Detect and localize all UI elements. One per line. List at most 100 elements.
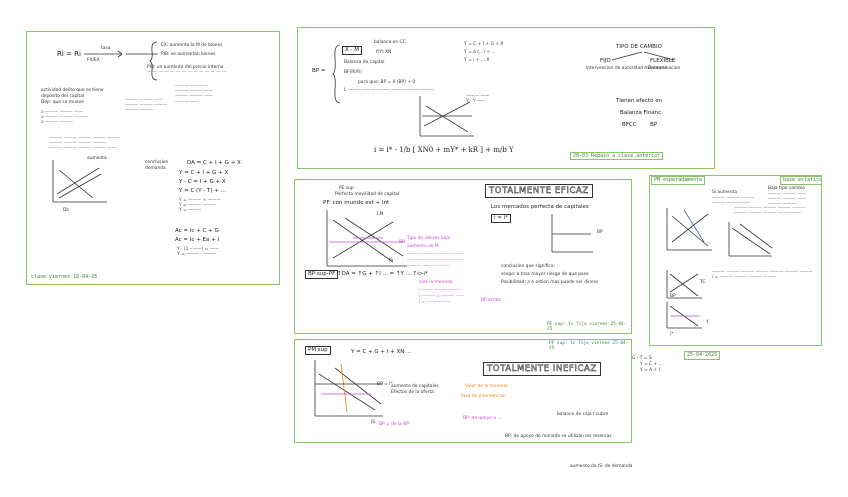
b5-note-bp: BP — [670, 294, 676, 299]
b2-xm-box: X - M — [342, 46, 362, 55]
b1-mid-3: Dep: que se mueve — [41, 100, 84, 105]
b5-mini-eq1: G - T = S — [632, 356, 652, 361]
b1-label-demanda: demanda — [145, 166, 166, 171]
b3-eq-row: ↑DA = ↑G + ↑I ... = ↑Y ... ↑i>i* — [337, 271, 428, 277]
b2-long-eq: L ——— ——— ——— ——— ——— ——— — [344, 88, 434, 93]
b2-c-3: Y = i + ... X — [464, 58, 490, 63]
b1-top-fx: FX/EX — [87, 58, 100, 63]
b2-fx-arrows — [611, 51, 675, 61]
b2-fx-determ: Determinacion — [648, 66, 681, 71]
b1-scribble4: ——— ——— ———— ——— ————— ——— ————— —— — [175, 84, 213, 105]
b3-bottom-tag: PF sup: tc fijo viernes 25-04-25 — [545, 322, 631, 332]
b3-pe-sup: PE sup — [339, 186, 354, 191]
b4-eq: Y = C + G + I + XN ... — [351, 349, 412, 355]
b2-fy: f(Y) XN — [376, 50, 392, 55]
b2-balance-cc: balance en CC — [374, 40, 406, 45]
b1-eq-1: DA = C + I + G + X — [187, 160, 241, 166]
b5-tag2: base estatica — [780, 176, 821, 185]
b1-label-aumenta: aumenta — [87, 156, 107, 161]
board-pm-esp[interactable]: PM esperadamente base estatica Si aument… — [649, 175, 822, 346]
b4-note-2: Efectos de la oferta — [391, 390, 434, 395]
board-pm-sup[interactable]: PM sup Y = C + G + I + XN ... TOTALMENTE… — [294, 339, 632, 443]
b5-mini-tag: 25-04-2025 — [684, 351, 721, 360]
b2-brace — [332, 44, 341, 104]
b4-bottom-1: BP: de apoyo de moneda se utilizan las r… — [505, 434, 612, 439]
b3-totalmente-eficaz: TOTALMENTE EFICAZ — [485, 184, 593, 198]
b1-scribble5: ——— ——— ——— ——— —————— ——— ——— —————— ——… — [49, 136, 121, 152]
b3-note-2: conclusion que significa: — [501, 264, 555, 269]
b2-bk: Balanza de capital — [344, 60, 385, 65]
b2-fx-flexible: FLEXIBLE — [650, 58, 676, 64]
b1-mid-2: deposito del capital — [41, 94, 85, 99]
b5-note-1: Si aumenta — [712, 190, 738, 195]
b4-bottom-2: aumento de IS: de demanda — [570, 464, 633, 469]
b1-note-ex: EX: aumento la M de bienes — [161, 43, 223, 48]
b4-main-graph — [314, 360, 383, 417]
b1-scribble3: ——— ——— ————— ——— —————— ——— — [125, 98, 168, 114]
b3-small-tag: BP-sup-PF — [305, 270, 339, 279]
b1-graph — [52, 160, 107, 203]
b1-mid-1: actividad delito que se tiene — [41, 88, 104, 93]
b1-top-eq: Ri = Ri — [57, 50, 81, 58]
b2-fx-tienen: Tienen efecto en — [616, 98, 663, 104]
b4-tag: PF sup: tc fijo viernes 25-04-25 — [547, 341, 631, 351]
b1-top-arrows — [84, 50, 158, 58]
b3-graph-is: IS — [389, 258, 394, 263]
b2-fx-bfcc: BFCC — [622, 122, 637, 128]
b4-pm-sup: PM sup — [305, 346, 331, 355]
b2-fx-title: TIPO DE CAMBIO — [616, 44, 662, 50]
b5-long: ——— ——— ——— ——— ——— ——— ———i = ——— ——— —… — [712, 270, 813, 281]
b1-eq-3: Y - C = I + G + X — [179, 179, 226, 185]
b4-note-3: Valor de la moneda — [465, 384, 508, 389]
b3-note-1: Los mercados perfecta de capitales — [491, 204, 589, 210]
b3-note-ieq: i = i* — [491, 214, 511, 223]
b2-formula: i = i* - 1/b [ XN0 + mY* + kR ] + m/b Y — [374, 146, 514, 154]
b4-note-4: tasa de intervencion — [461, 394, 507, 399]
b3-note-3: sesgo: a mas mayor riesgo de que pase — [501, 272, 589, 277]
b3-pink-1: Tipo de interes baja — [407, 236, 451, 241]
b1-eq-4: Y = C (Y - T) + ... — [179, 188, 226, 194]
b1-eq-5: Ac = Ic + C + G — [175, 228, 219, 234]
b1-eq-2: Y = C + I + G + X — [179, 170, 229, 176]
b2-c-2: Y = a (...) + ... — [464, 50, 496, 55]
b3-pink-block2: ——— ——— ———i ——— = ——— ——i = ——— —— — [419, 288, 465, 305]
b5-scribble1: ——— ——— —————— ——— —— — [712, 196, 755, 207]
b1-scribble2: o ——— ——— ——o ——— ——— ———o ——— ——— — [41, 110, 88, 126]
b5-graph-2 — [728, 222, 773, 257]
b2-fx-fijo: FIJO — [600, 58, 611, 64]
b5-tag: PM esperadamente — [651, 176, 706, 185]
b1-label-conclusion: conclusion — [145, 160, 169, 165]
b1-note-pib: PIB: se aumentan bienes — [161, 52, 216, 57]
b1-eq-scribble: Y = ——— + ———Y = ——— ———Y = ——— — [179, 198, 221, 214]
b5-graph-1 — [666, 208, 712, 251]
b4-graph-is: IS — [371, 420, 376, 425]
board-repaso[interactable]: X - M balance en CC f(Y) XN BP = Balanza… — [297, 27, 715, 169]
b2-c-1: Y = C + I + G + X — [464, 42, 504, 47]
b1-note-pib2: PIB: un aumento del precio interno — [147, 65, 224, 70]
b2-bp0: para que: BP = 0 (BP) + 0 — [358, 80, 416, 85]
b2-fx-balanza: Balanza Financ. — [620, 110, 663, 116]
b5-note-y: Y — [706, 320, 709, 325]
b1-eq-6: Ac = Ic + Ea + I — [175, 237, 220, 243]
b2-graph — [419, 96, 474, 137]
board-pf-fijo[interactable]: PE sup Perfecta movilidad de capital PF:… — [294, 179, 632, 334]
b5-note-istar: i* — [670, 332, 674, 337]
b5-mini-eq3: Y = A + I — [640, 368, 660, 373]
b3-graph-bp: BP — [399, 240, 405, 245]
b1-label-dk: Dk — [63, 208, 69, 213]
b3-main-graph — [326, 210, 407, 267]
b5-note-tc: TC — [700, 280, 706, 285]
board-clase-viernes[interactable]: Ri = Ri tasa FX/EX EX: aumento la M de b… — [26, 31, 280, 285]
b2-graph-note: ——— ——Y - Y —— — [466, 94, 490, 105]
b4-note-1: aumento de capitales — [391, 384, 439, 389]
b1-eq-scribble2: Y · (1 - ——) = ——Y = ——— · ——— — [177, 247, 219, 258]
b1-scribble1: — — — — — — — — — — — — — — — [147, 70, 227, 75]
b5-graph-3 — [666, 270, 702, 299]
b5-scribble3: ——— ——— ——— ——— —————— ——— ——— ——— —— — [734, 206, 806, 217]
b1-top-tasa: tasa — [101, 46, 111, 51]
b5-mini-eq2: Y = C + ... — [640, 362, 663, 367]
b3-pink-3: sale la moneda — [419, 280, 453, 285]
b5-scribble2: ——— ——— ————— ——— ————— ——— — [768, 192, 806, 208]
b2-fx-bp: BP — [650, 122, 658, 128]
b4-totalmente-ineficaz: TOTALMENTE INEFICAZ — [483, 362, 601, 376]
